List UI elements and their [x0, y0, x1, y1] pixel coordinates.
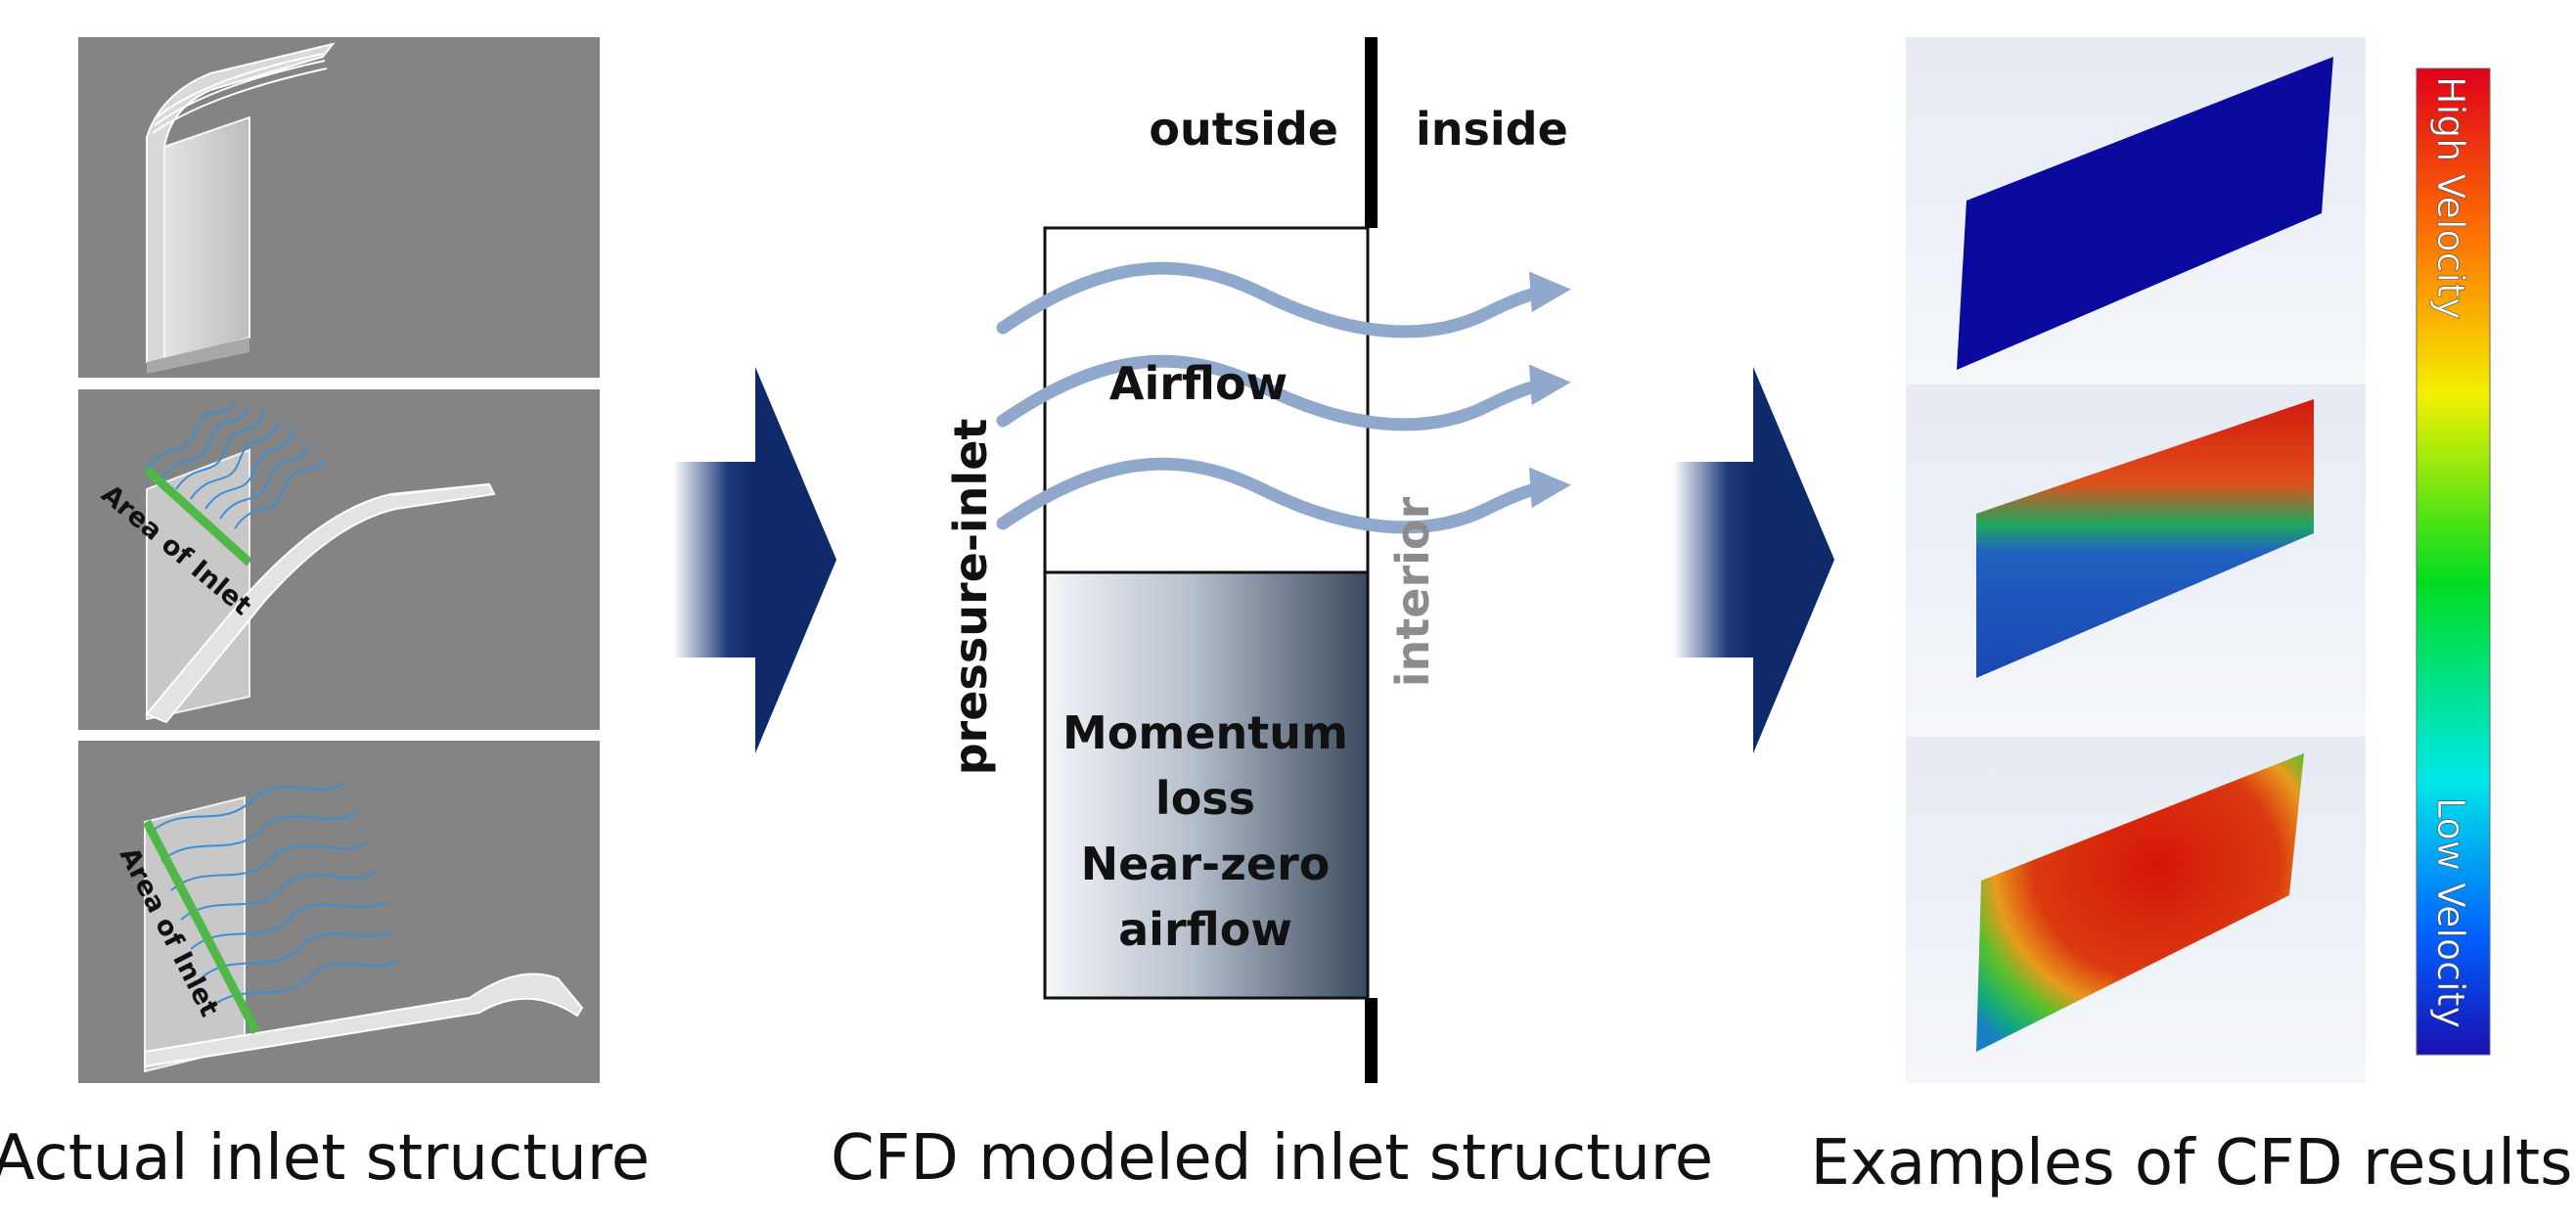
low-velocity-label: Low Velocity — [2429, 797, 2472, 1028]
inlet-area-line-3 — [143, 819, 260, 1035]
inlet-photo-panel-1 — [78, 37, 600, 378]
caption-examples: Examples of CFD results — [1811, 1127, 2573, 1200]
caption-actual: Actual inlet structure — [0, 1122, 650, 1195]
inlet-photo-panel-3: Area of Inlet — [78, 741, 600, 1083]
flow-arrow-3 — [996, 457, 1571, 534]
momentum-loss-box — [1043, 570, 1370, 1000]
momentum-line-2: loss — [1155, 772, 1255, 825]
wall-bottom — [1365, 998, 1378, 1083]
momentum-line-4: airflow — [1118, 903, 1292, 956]
caption-cfd-model: CFD modeled inlet structure — [831, 1122, 1713, 1195]
cfd-results: High Velocity Low Velocity — [1906, 37, 2491, 1083]
actual-inlet-panels: Area of Inlet Area of Inlet — [78, 37, 600, 1083]
inside-label: inside — [1416, 103, 1568, 156]
interior-label: interior — [1386, 496, 1439, 687]
airflow-label: Airflow — [1109, 357, 1288, 410]
cfd-model-diagram: outside inside Airflow pressure-inlet in… — [944, 37, 1571, 1083]
process-arrow-1 — [673, 367, 836, 753]
flow-arrow-1 — [996, 261, 1571, 339]
inlet-area-line-2 — [143, 466, 253, 566]
velocity-colorbar: High Velocity Low Velocity — [2416, 68, 2491, 1056]
airflow-arrows — [996, 261, 1571, 534]
momentum-line-3: Near-zero — [1081, 838, 1331, 890]
inlet-photo-panel-2: Area of Inlet — [78, 389, 600, 730]
cfd-result-panel-2 — [1906, 385, 2366, 737]
wall-top — [1365, 37, 1378, 228]
high-velocity-label: High Velocity — [2429, 76, 2472, 319]
cfd-result-panel-1 — [1906, 37, 2366, 385]
flow-arrow-2 — [996, 354, 1571, 431]
momentum-line-1: Momentum — [1062, 706, 1348, 759]
cfd-result-panel-3 — [1906, 737, 2366, 1083]
process-arrow-2 — [1673, 367, 1834, 753]
pressure-inlet-label: pressure-inlet — [944, 419, 997, 776]
streamlines-panel-2 — [146, 400, 324, 529]
outside-label: outside — [1149, 103, 1338, 156]
